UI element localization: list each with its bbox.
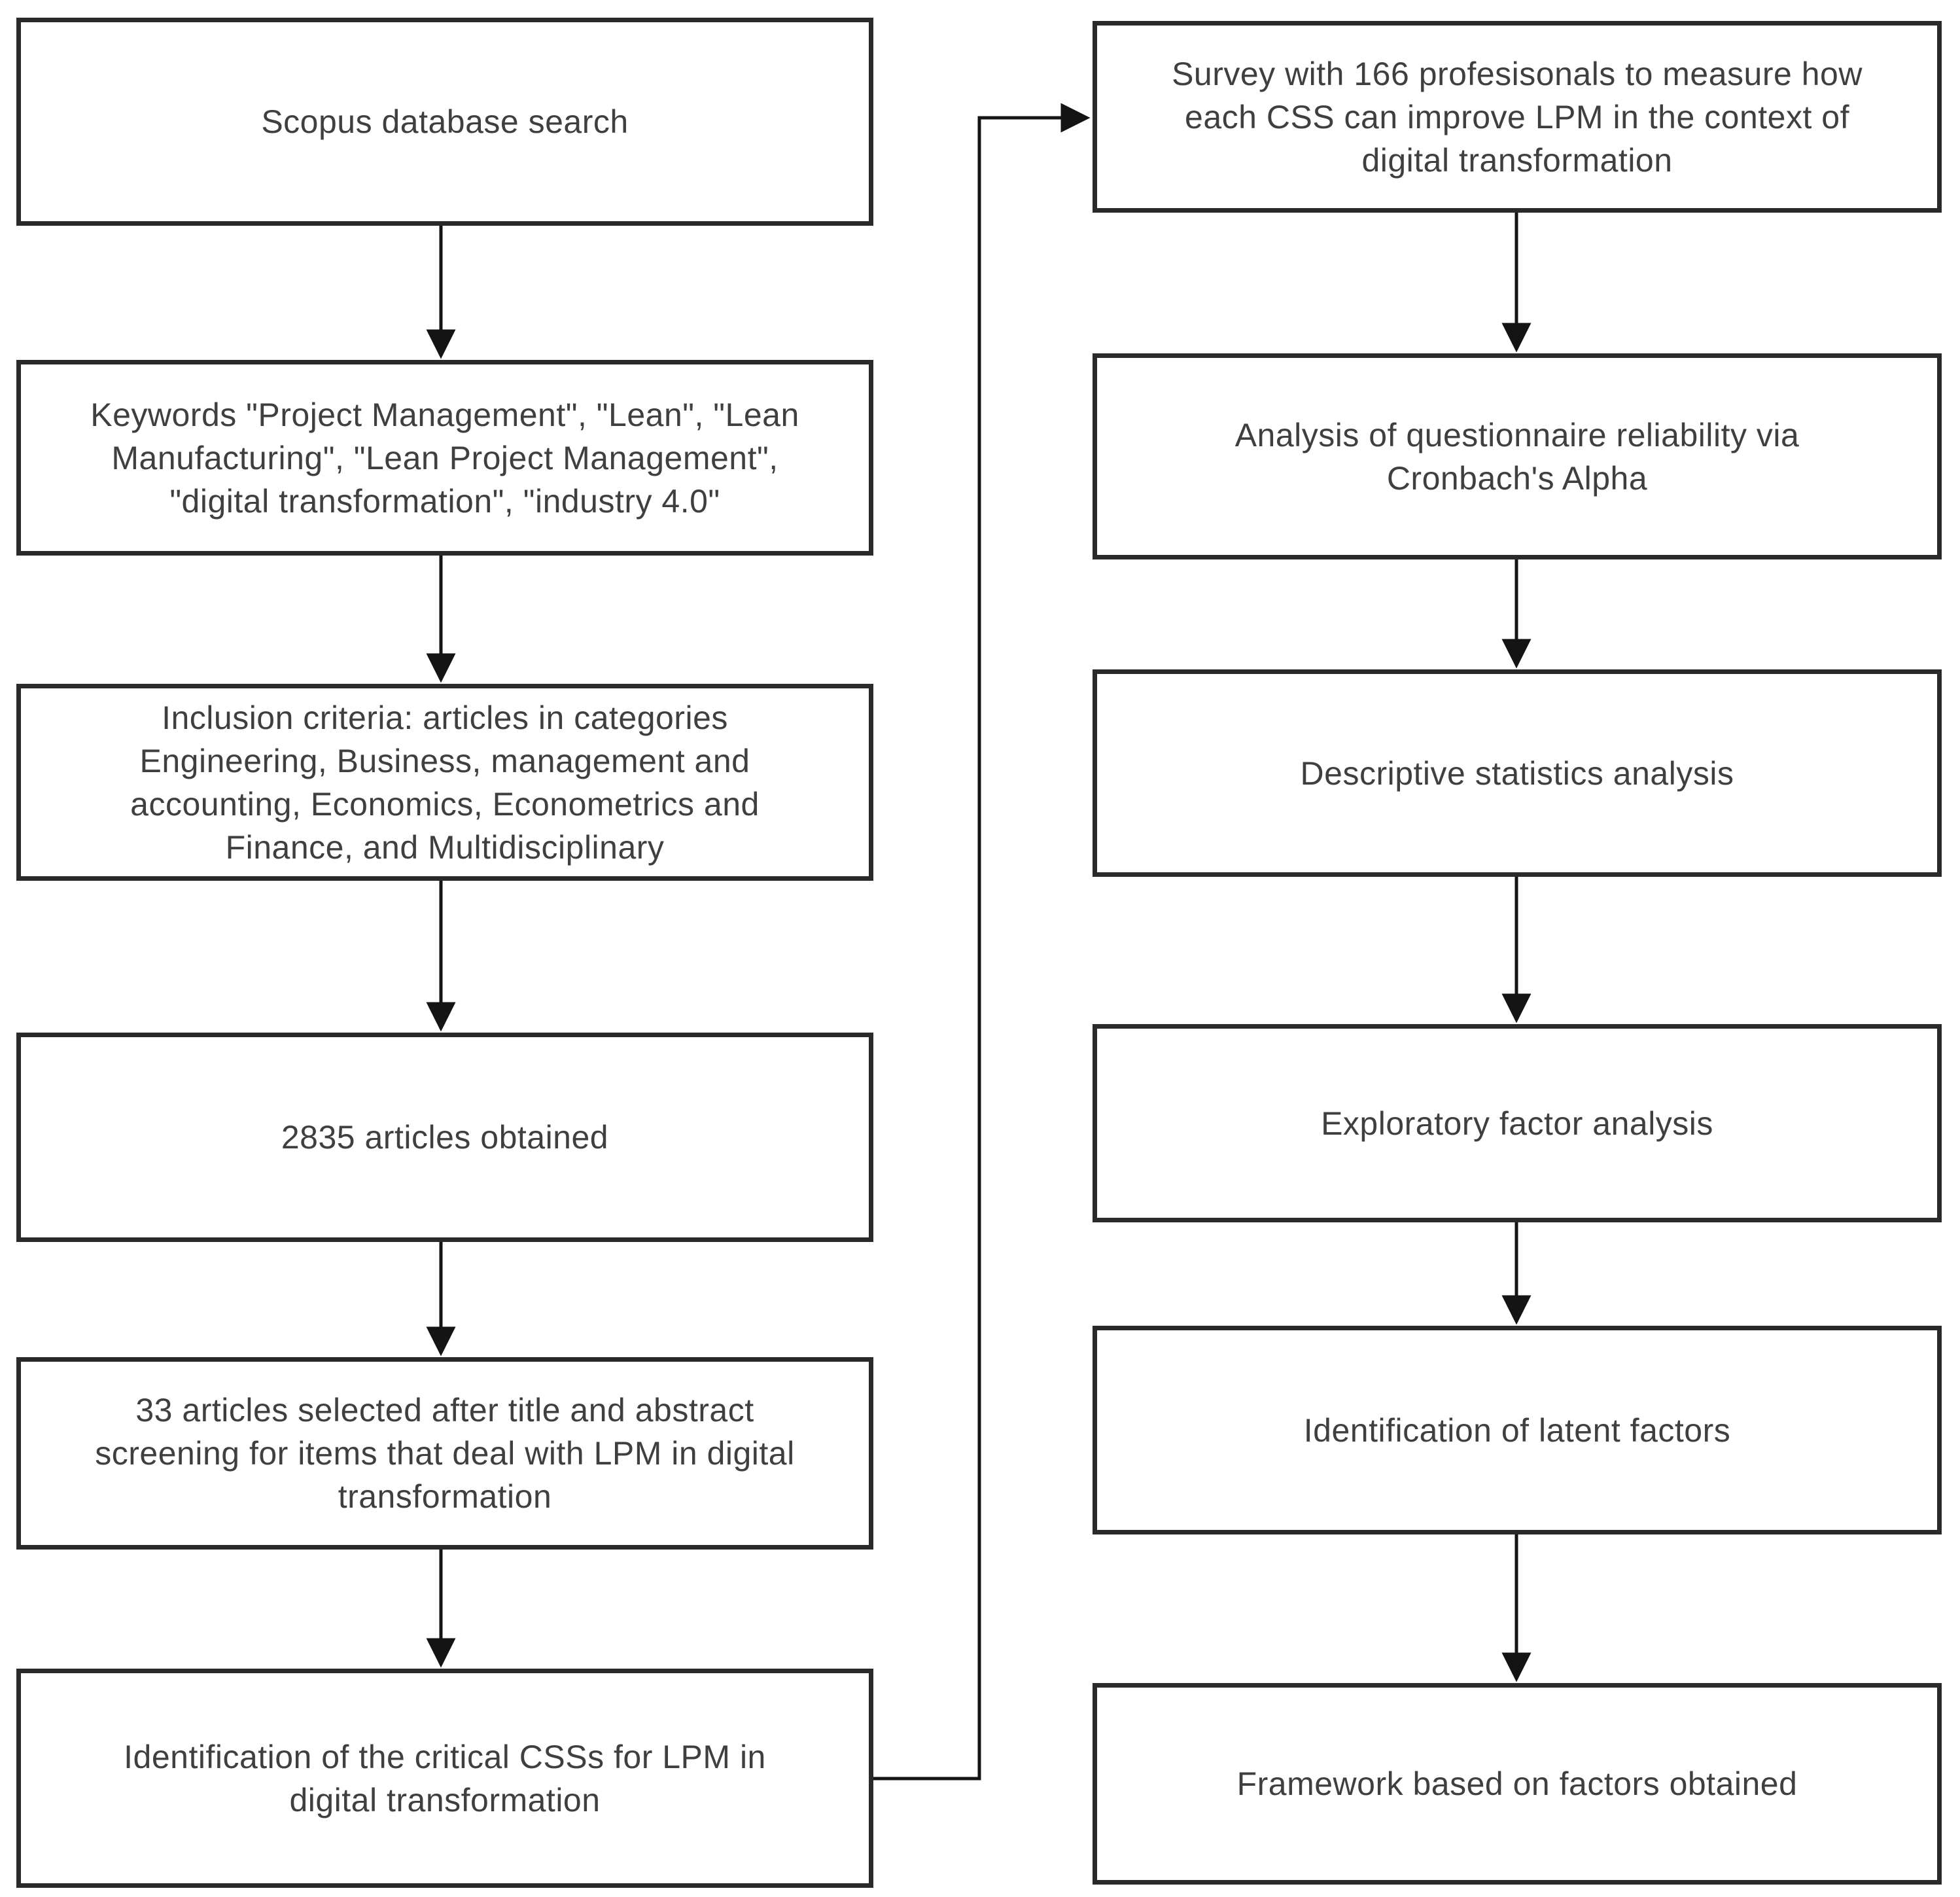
flow-box-reliability-analysis: Analysis of questionnaire reliability vi… [1093,353,1942,559]
flow-box-css-identification-text: Identification of the critical CSSs for … [124,1738,766,1818]
connector-css-to-survey [873,103,1091,1781]
flow-box-exploratory-factor-analysis-text: Exploratory factor analysis [1321,1105,1713,1142]
flow-box-inclusion-criteria: Inclusion criteria: articles in categori… [16,684,873,881]
flow-box-inclusion-criteria-text: Inclusion criteria: articles in categori… [130,699,760,866]
flow-box-descriptive-statistics-text: Descriptive statistics analysis [1300,754,1734,792]
flow-box-scopus-search-text: Scopus database search [261,103,629,140]
flow-box-latent-factors-text: Identification of latent factors [1303,1411,1731,1449]
flow-box-articles-obtained: 2835 articles obtained [16,1033,873,1242]
flow-box-scopus-search: Scopus database search [16,18,873,226]
flow-box-keywords: Keywords "Project Management", "Lean", "… [16,360,873,556]
flow-box-articles-selected-text: 33 articles selected after title and abs… [95,1392,795,1515]
flow-box-latent-factors: Identification of latent factors [1093,1326,1942,1534]
flow-box-descriptive-statistics: Descriptive statistics analysis [1093,669,1942,877]
flow-box-articles-obtained-text: 2835 articles obtained [281,1119,609,1156]
flow-box-articles-selected: 33 articles selected after title and abs… [16,1357,873,1550]
flow-box-framework: Framework based on factors obtained [1093,1683,1942,1885]
flow-box-framework-text: Framework based on factors obtained [1236,1765,1798,1802]
flow-box-survey-text: Survey with 166 profesisonals to measure… [1172,55,1863,179]
flow-box-reliability-analysis-text: Analysis of questionnaire reliability vi… [1234,416,1800,497]
flow-box-exploratory-factor-analysis: Exploratory factor analysis [1093,1024,1942,1222]
flow-box-css-identification: Identification of the critical CSSs for … [16,1669,873,1888]
flow-box-survey: Survey with 166 profesisonals to measure… [1093,21,1942,213]
flow-box-keywords-text: Keywords "Project Management", "Lean", "… [90,396,799,520]
